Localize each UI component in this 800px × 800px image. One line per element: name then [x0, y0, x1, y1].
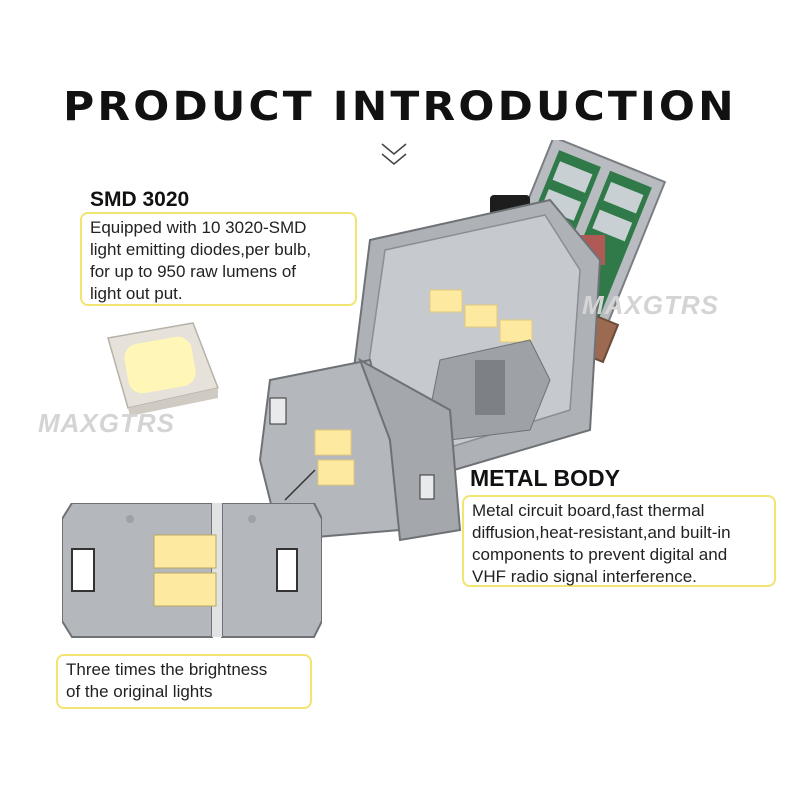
smd-line: for up to 950 raw lumens of [90, 262, 297, 281]
watermark: MAXGTRS [38, 408, 175, 438]
metal-body-heading: METAL BODY [470, 465, 620, 491]
chevron-down-icon [379, 140, 409, 170]
brightness-line: of the original lights [66, 682, 213, 701]
metal-line: diffusion,heat-resistant,and built-in [472, 523, 731, 542]
metal-body-description: Metal circuit board,fast thermal diffusi… [462, 495, 776, 587]
smd-line: light emitting diodes,per bulb, [90, 240, 312, 259]
smd-chip-image [98, 318, 228, 418]
metal-line: VHF radio signal interference. [472, 567, 697, 586]
smd-line: Equipped with 10 3020-SMD [90, 218, 307, 237]
brightness-line: Three times the brightness [66, 660, 268, 679]
metal-line: Metal circuit board,fast thermal [472, 501, 705, 520]
led-bulb-image [250, 140, 700, 560]
watermark: MAXGTRS [582, 290, 719, 320]
smd-heading: SMD 3020 [90, 188, 190, 211]
page-title: PRODUCT INTRODUCTION [63, 84, 737, 130]
metal-line: components to prevent digital and [472, 545, 728, 564]
smd-line: light out put. [90, 284, 183, 303]
smd-description: Equipped with 10 3020-SMD light emitting… [80, 212, 357, 306]
metal-board-closeup [62, 503, 322, 643]
brightness-description: Three times the brightness of the origin… [56, 654, 312, 709]
